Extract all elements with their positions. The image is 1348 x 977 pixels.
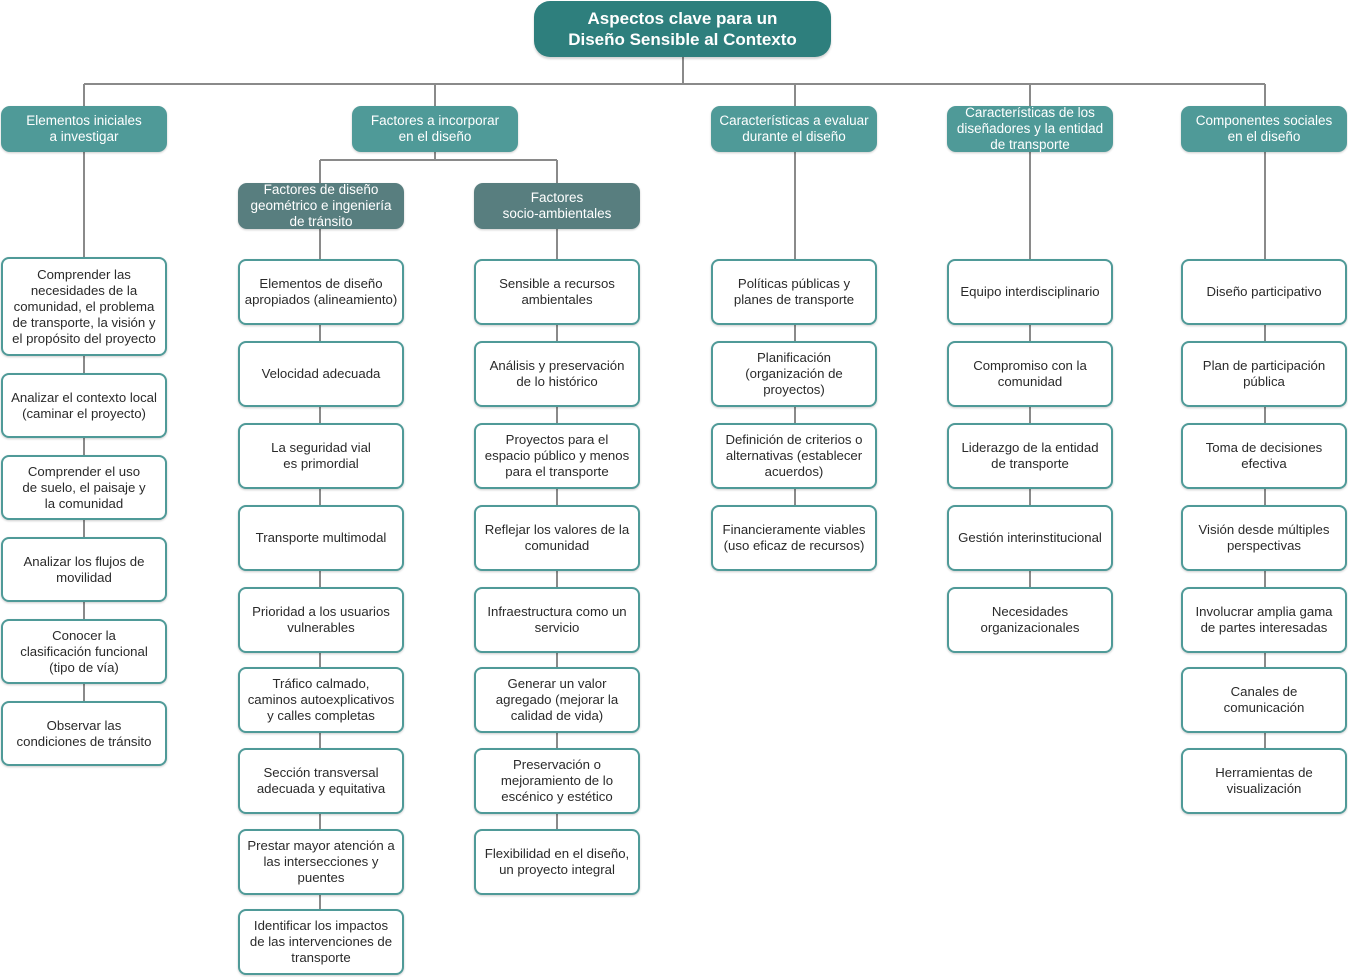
list-item: Necesidades organizacionales	[947, 587, 1113, 653]
list-item: Involucrar amplia gama de partes interes…	[1181, 587, 1347, 653]
category-label: Características de los diseñadores y la …	[956, 105, 1104, 152]
list-item: Comprender el uso de suelo, el paisaje y…	[1, 455, 167, 520]
list-item: Conocer la clasificación funcional (tipo…	[1, 619, 167, 684]
list-item: Visión desde múltiples perspectivas	[1181, 505, 1347, 571]
list-item: Prioridad a los usuarios vulnerables	[238, 587, 404, 653]
list-item: Infraestructura como un servicio	[474, 587, 640, 653]
list-item: Generar un valor agregado (mejorar la ca…	[474, 667, 640, 733]
list-item: Velocidad adecuada	[238, 341, 404, 407]
list-item: Reflejar los valores de la comunidad	[474, 505, 640, 571]
subcategory-socio-ambientales: Factores socio-ambientales	[474, 183, 640, 229]
category-label: Factores a incorporar en el diseño	[370, 113, 500, 144]
list-item: Flexibilidad en el diseño, un proyecto i…	[474, 829, 640, 895]
list-item: Prestar mayor atención a las interseccio…	[238, 829, 404, 895]
list-item: Toma de decisiones efectiva	[1181, 423, 1347, 489]
list-item: Proyectos para el espacio público y meno…	[474, 423, 640, 489]
category-elementos-iniciales: Elementos iniciales a investigar	[1, 106, 167, 152]
list-item: Elementos de diseño apropiados (alineami…	[238, 259, 404, 325]
list-item: Canales de comunicación	[1181, 667, 1347, 733]
list-item: Analizar los flujos de movilidad	[1, 537, 167, 602]
category-caracteristicas-disenadores: Características de los diseñadores y la …	[947, 105, 1113, 152]
root-node: Aspectos clave para un Diseño Sensible a…	[534, 1, 831, 57]
list-item: Transporte multimodal	[238, 505, 404, 571]
category-label: Elementos iniciales a investigar	[26, 113, 142, 144]
list-item: La seguridad vial es primordial	[238, 423, 404, 489]
list-item: Herramientas de visualización	[1181, 748, 1347, 814]
list-item: Definición de criterios o alternativas (…	[711, 423, 877, 489]
list-item: Financieramente viables (uso eficaz de r…	[711, 505, 877, 571]
category-label: Componentes sociales en el diseño	[1195, 113, 1333, 144]
list-item: Equipo interdisciplinario	[947, 259, 1113, 325]
list-item: Preservación o mejoramiento de lo escéni…	[474, 748, 640, 814]
list-item: Sensible a recursos ambientales	[474, 259, 640, 325]
diagram-title: Aspectos clave para un Diseño Sensible a…	[568, 9, 797, 49]
list-item: Analizar el contexto local (caminar el p…	[1, 373, 167, 438]
list-item: Tráfico calmado, caminos autoexplicativo…	[238, 667, 404, 733]
list-item: Gestión interinstitucional	[947, 505, 1113, 571]
subcategory-label: Factores socio-ambientales	[502, 190, 612, 221]
list-item: Diseño participativo	[1181, 259, 1347, 325]
category-factores-incorporar: Factores a incorporar en el diseño	[352, 106, 518, 152]
list-item: Observar las condiciones de tránsito	[1, 701, 167, 766]
list-item: Planificación (organización de proyectos…	[711, 341, 877, 407]
subcategory-diseno-geometrico: Factores de diseño geométrico e ingenier…	[238, 182, 404, 229]
list-item: Políticas públicas y planes de transport…	[711, 259, 877, 325]
list-item: Plan de participación pública	[1181, 341, 1347, 407]
category-componentes-sociales: Componentes sociales en el diseño	[1181, 106, 1347, 152]
list-item: Identificar los impactos de las interven…	[238, 909, 404, 975]
list-item: Análisis y preservación de lo histórico	[474, 341, 640, 407]
list-item: Liderazgo de la entidad de transporte	[947, 423, 1113, 489]
subcategory-label: Factores de diseño geométrico e ingenier…	[250, 182, 392, 229]
category-label: Características a evaluar durante el dis…	[719, 113, 869, 144]
list-item: Comprender las necesidades de la comunid…	[1, 257, 167, 356]
category-caracteristicas-evaluar: Características a evaluar durante el dis…	[711, 106, 877, 152]
list-item: Sección transversal adecuada y equitativ…	[238, 748, 404, 814]
list-item: Compromiso con la comunidad	[947, 341, 1113, 407]
